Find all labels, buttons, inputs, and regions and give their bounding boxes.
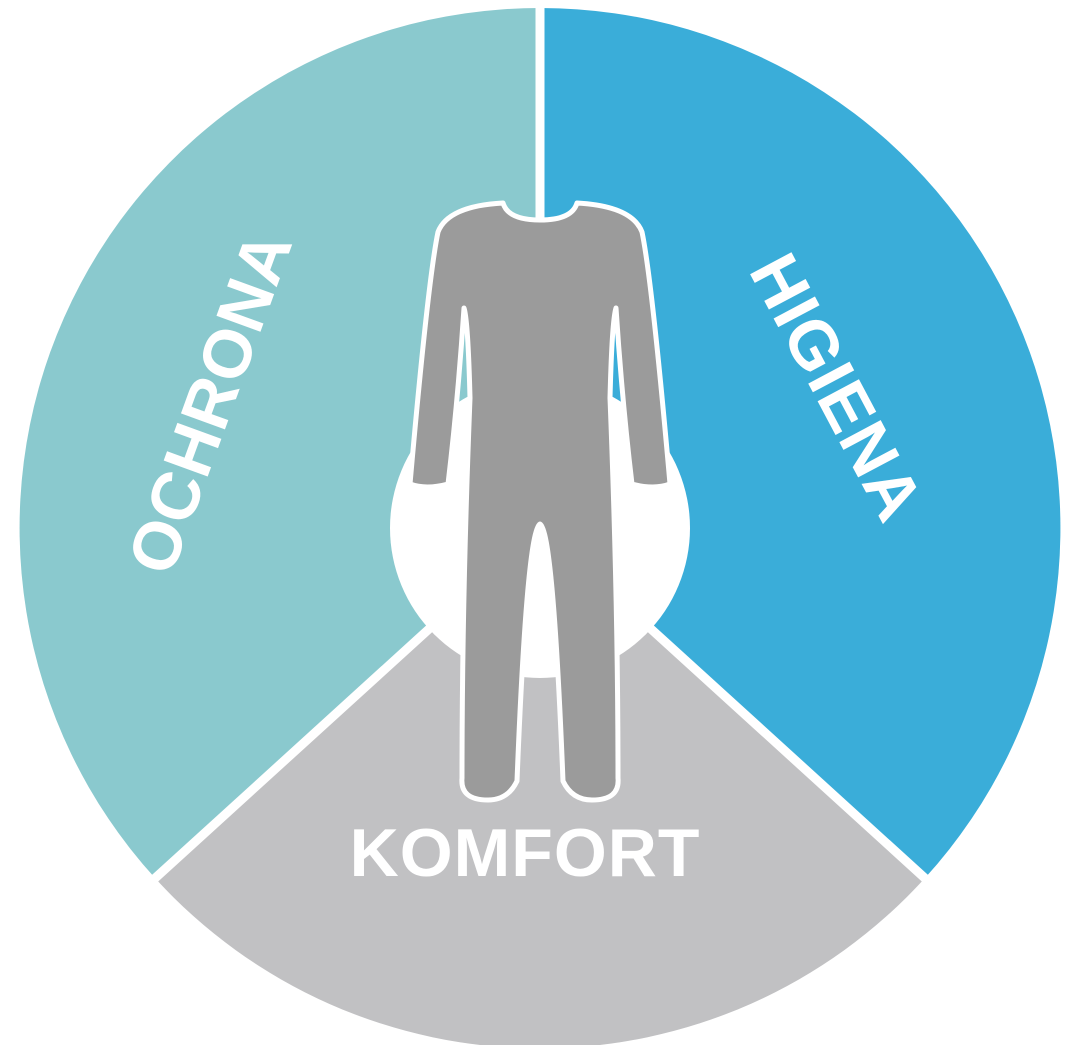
segment-komfort [155, 528, 925, 1045]
segment-higiena [540, 7, 1061, 879]
label-komfort: KOMFORT [350, 815, 701, 891]
garment-body [407, 200, 673, 803]
onesie-garment-icon [407, 200, 673, 803]
segment-ochrona [19, 7, 541, 879]
